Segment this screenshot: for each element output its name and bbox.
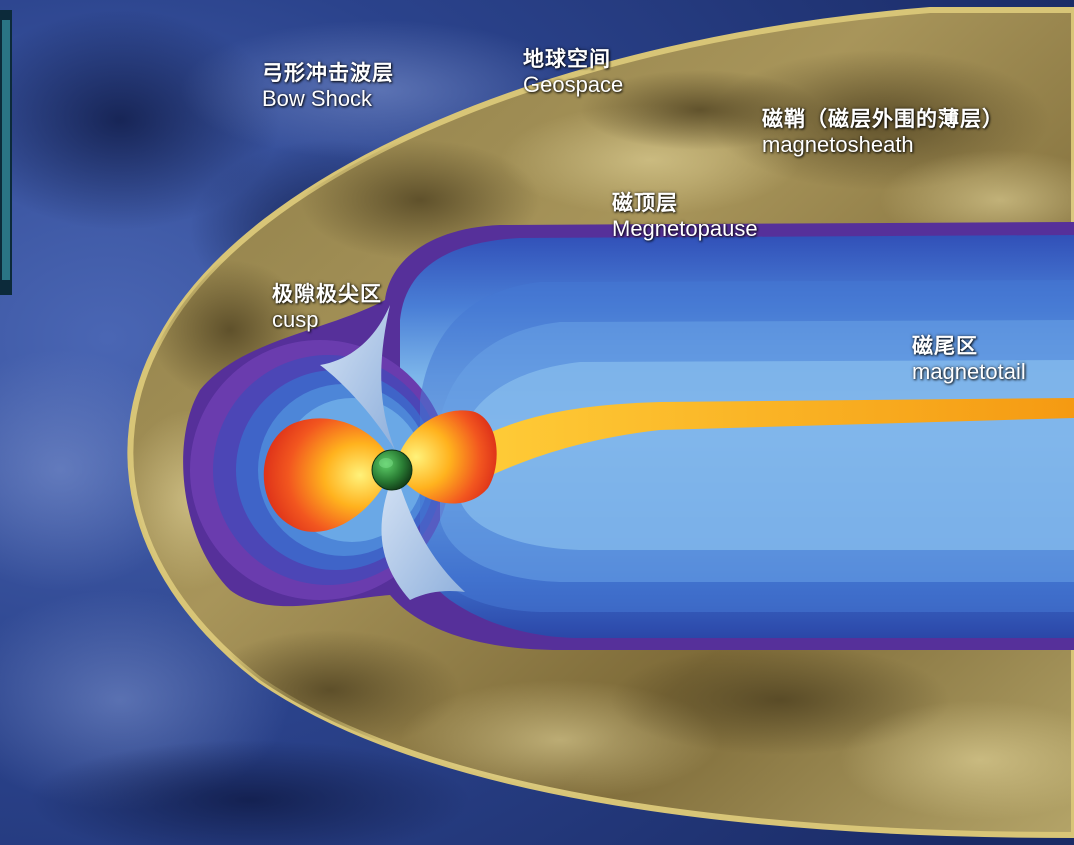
magnetosheath-label-en: magnetosheath [762,132,914,158]
radiation-belt-dayside [263,418,392,532]
magnetosheath-label: 磁鞘（磁层外围的薄层） magnetosheath [762,108,1004,157]
geospace-label-en: Geospace [523,72,624,98]
magnetopause-label-en: Megnetopause [612,216,758,242]
geospace-label-zh: 地球空间 [523,48,611,71]
plasma-sheet [440,398,1074,490]
cusp-south [381,470,465,600]
magnetotail-label-en: magnetotail [912,359,1026,385]
magnetotail-label: 磁尾区 magnetotail [912,335,1026,384]
bow-shock-label: 弓形冲击波层 Bow Shock [262,62,394,111]
earth-highlight [379,458,393,468]
magnetopause-label-zh: 磁顶层 [612,192,678,215]
bow-shock-label-en: Bow Shock [262,86,373,112]
earth [371,449,413,491]
cusp-label-en: cusp [272,307,319,333]
cusp-label-zh: 极隙极尖区 [272,283,382,306]
cusp-label: 极隙极尖区 cusp [272,283,382,332]
geospace-label: 地球空间 Geospace [523,48,623,97]
bow-shock-label-zh: 弓形冲击波层 [262,62,394,85]
magnetopause-label: 磁顶层 Megnetopause [612,192,758,241]
inset-photo-edge-detail [2,20,10,280]
cusp-north [320,305,395,450]
magnetotail-label-zh: 磁尾区 [912,335,978,358]
radiation-belt-nightside [396,410,497,504]
magnetosheath-label-zh: 磁鞘（磁层外围的薄层） [762,108,1004,131]
space-cloud [30,740,470,845]
tail-layer [460,360,1074,550]
